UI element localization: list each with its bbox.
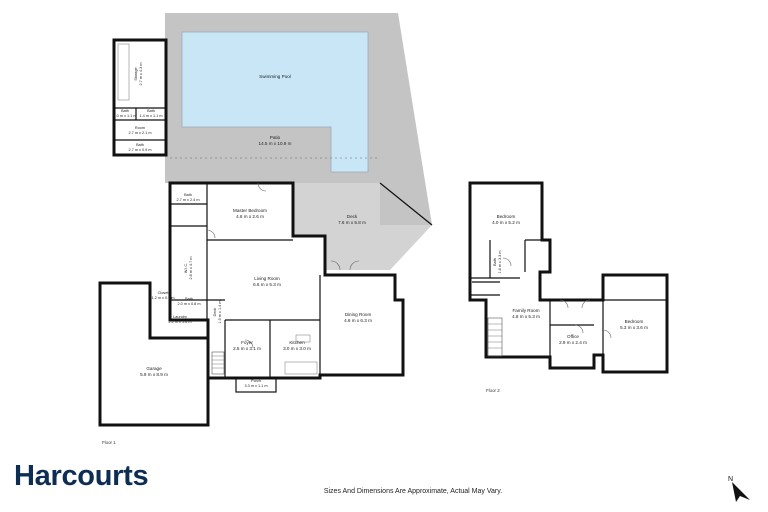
family-room-size: 4.8 m x 5.3 m [512, 314, 540, 319]
laundry-label: Laundry [173, 315, 187, 319]
bath-a-label: Bath [121, 109, 129, 113]
bedroom-2a-size: 4.0 m x 5.2 m [492, 220, 520, 225]
disclaimer-text: Sizes And Dimensions Are Approximate, Ac… [323, 488, 503, 495]
master-bedroom-size: 4.6 m x 2.6 m [236, 214, 264, 219]
garage-walls [98, 281, 210, 427]
bath-c-size: 2.7 m x 0.9 m [128, 148, 151, 152]
bath-c-label: Bath [136, 143, 144, 147]
wic-label: W.I.C. [184, 263, 188, 273]
garage-size: 5.9 m x 8.9 m [140, 372, 168, 377]
room-label: Room [135, 126, 145, 130]
north-letter: N [728, 476, 733, 483]
storage-annex-walls [112, 38, 168, 157]
office-size: 2.9 m x 2.4 m [559, 340, 587, 345]
swimming-pool [181, 31, 369, 173]
deck-label: Deck [347, 214, 358, 219]
north-arrow-icon: N [728, 476, 750, 502]
floor1-label: Floor 1 [102, 440, 116, 445]
pool-label: Swimming Pool [259, 74, 291, 79]
kitchen-size: 3.0 m x 3.0 m [283, 346, 311, 351]
stairs-floor2 [487, 317, 503, 357]
kitchen-label: Kitchen [289, 340, 305, 345]
deck-size: 7.6 m x 5.8 m [338, 220, 366, 225]
floor2-label: Floor 2 [486, 388, 500, 393]
bedroom-2a-label: Bedroom [497, 214, 516, 219]
living-room-label: Living Room [254, 276, 280, 281]
patio-size: 14.5 m x 10.9 m [259, 141, 292, 146]
bath-2-label: Bath [493, 258, 497, 266]
master-bedroom-label: Master Bedroom [233, 208, 267, 213]
bath-master-label: Bath [184, 193, 192, 197]
porch-outline [235, 377, 277, 393]
living-room-size: 6.6 m x 5.3 m [253, 282, 281, 287]
deck-railing [379, 182, 433, 226]
garage-label: Garage [146, 366, 162, 371]
stairs-floor1 [211, 351, 225, 375]
harcourts-logo: Harcourts [14, 460, 149, 492]
kitchen-island [295, 334, 311, 343]
bath-b-size: 1.4 m x 1.1 m [139, 114, 162, 118]
dining-room-label: Dining Room [345, 312, 372, 317]
bath-2-size: 1.6 m x 3.3 m [498, 250, 502, 273]
family-room-label: Family Room [512, 308, 539, 313]
wic-size: 2.6 m x 4.7 m [189, 256, 193, 279]
house-outline-floor2 [468, 181, 669, 374]
dining-room-size: 4.6 m x 6.3 m [344, 318, 372, 323]
deck-area [293, 183, 432, 270]
bath-master-size: 2.7 m x 2.4 m [176, 198, 199, 202]
storage-size: 2.7 m x 4.3 m [139, 62, 143, 85]
bath-floor1-size: 2.0 m x 0.8 m [177, 302, 200, 306]
kitchen-counter [284, 361, 318, 375]
patio-label: Patio [270, 135, 281, 140]
closet-label: Closet [158, 291, 170, 295]
bedroom-2b-label: Bedroom [625, 319, 644, 324]
office-label: Office [567, 334, 579, 339]
laundry-size: 2.2 m x 1.6 m [168, 320, 191, 324]
bath-a-size: 1.0 m x 1.1 m [113, 114, 136, 118]
deck-small-label: Deck [213, 308, 217, 317]
porch-size: 3.3 m x 1.1 m [244, 384, 267, 388]
porch-label: Porch [251, 379, 261, 383]
deck-small-size: 1.9 m x 1.4 m [218, 300, 222, 323]
foyer-label: Foyer [241, 340, 253, 345]
closet-size: 1.2 m x 0.9 m [151, 296, 174, 300]
foyer-size: 2.5 m x 3.1 m [233, 346, 261, 351]
bath-floor1-label: Bath [185, 297, 193, 301]
room-size: 2.7 m x 2.1 m [128, 131, 151, 135]
bath-b-label: Bath [147, 109, 155, 113]
bedroom-2b-size: 5.3 m x 3.6 m [620, 325, 648, 330]
storage-label: Storage [134, 67, 138, 80]
